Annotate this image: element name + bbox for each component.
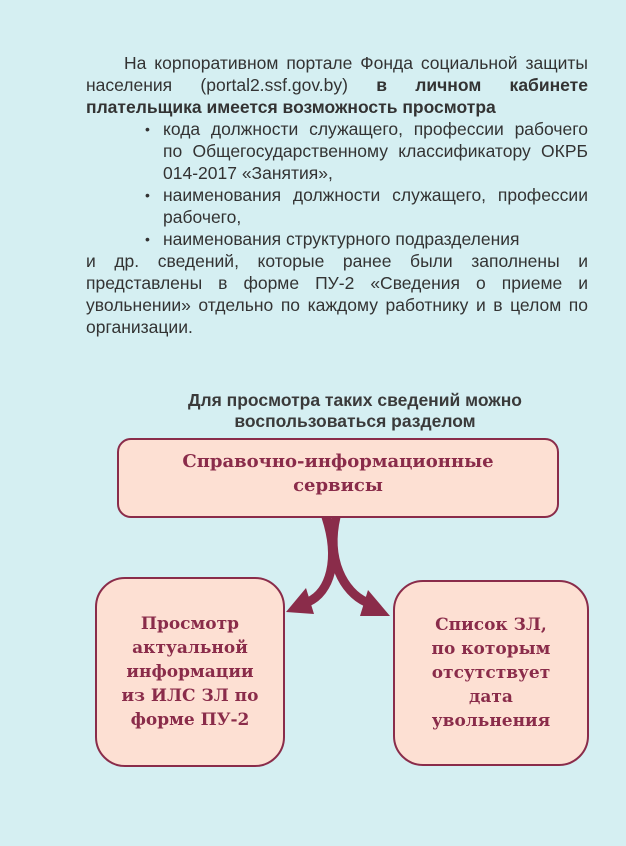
list-item: • кода должности служащего, профессии раб… <box>145 118 588 184</box>
bullet-text: наименования должности служащего, профес… <box>163 185 588 227</box>
box-label: Справочно-информационные <box>182 451 494 472</box>
box-label: дата <box>469 687 513 707</box>
arrow-right <box>328 512 371 607</box>
box-label: информации <box>126 662 254 682</box>
bullet-icon: • <box>145 121 150 137</box>
box-label: Просмотр <box>140 614 240 634</box>
section-heading: Для просмотра таких сведений можно воспо… <box>140 390 570 432</box>
box-persons-without-dismissal-date: Список ЗЛ, по которым отсутствует дата у… <box>393 580 589 766</box>
intro-block: На корпоративном портале Фонда социально… <box>86 52 588 338</box>
box-label: по которым <box>431 639 551 659</box>
list-item: • наименования должности служащего, профе… <box>145 184 588 228</box>
intro-text-plain: На корпоративном портале Фонда социально… <box>86 53 588 95</box>
arrow-right-head-icon <box>360 590 390 616</box>
arrow-left-head-icon <box>286 588 314 614</box>
box-label: увольнения <box>431 711 551 731</box>
box-label: сервисы <box>293 475 383 496</box>
box-label: форме ПУ-2 <box>130 710 250 730</box>
box-label: актуальной <box>132 638 248 658</box>
bullet-icon: • <box>145 187 150 203</box>
box-view-current-info: Просмотр актуальной информации из ИЛС ЗЛ… <box>95 577 285 767</box>
box-label: из ИЛС ЗЛ по <box>121 686 259 706</box>
intro-paragraph: На корпоративном портале Фонда социально… <box>86 52 588 118</box>
bullet-text: кода должности служащего, профессии рабо… <box>163 119 588 183</box>
box-label: Список ЗЛ, <box>435 615 547 635</box>
box-reference-services: Справочно-информационные сервисы <box>117 438 559 518</box>
box-label: отсутствует <box>431 663 551 683</box>
intro-text-bold: в личном кабинете плательщика имеется во… <box>86 75 588 117</box>
bullet-list: • кода должности служащего, профессии раб… <box>86 118 588 250</box>
heading-line: воспользоваться разделом <box>234 411 476 431</box>
list-item: • наименования структурного подразделения <box>145 228 588 250</box>
bullet-icon: • <box>145 231 150 247</box>
heading-line: Для просмотра таких сведений можно <box>188 390 522 410</box>
closing-paragraph: и др. сведений, которые ранее были запол… <box>86 251 588 337</box>
arrow-left <box>303 512 337 607</box>
bullet-text: наименования структурного подразделения <box>163 229 520 249</box>
